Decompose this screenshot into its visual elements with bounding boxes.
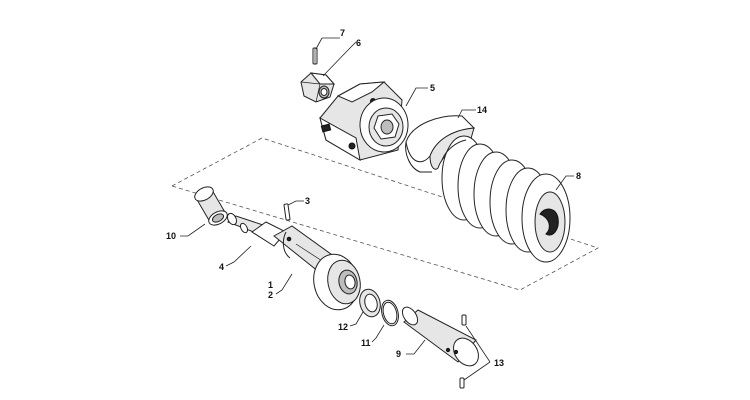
label-part-9: 9 (396, 349, 401, 359)
part-9-cylinder-pin (401, 306, 479, 367)
label-part-5: 5 (430, 83, 435, 93)
part-7-pin (312, 47, 318, 65)
part-6-hex-nut (300, 72, 336, 103)
part-12-ring (359, 288, 381, 318)
part-5-yoke-bracket (319, 81, 409, 161)
part-8-coil-spring (441, 135, 571, 263)
label-part-6: 6 (356, 38, 361, 48)
label-part-7: 7 (340, 28, 345, 38)
leader-lines (180, 37, 574, 381)
label-part-13: 13 (494, 358, 504, 368)
part-3-pin (283, 203, 291, 221)
dashed-assembly-outline (171, 137, 600, 291)
label-part-14: 14 (477, 105, 487, 115)
label-part-11: 11 (361, 338, 371, 348)
part-13-set-pins (459, 314, 467, 389)
label-part-10: 10 (166, 231, 176, 241)
label-part-1: 1 (268, 280, 273, 290)
label-part-8: 8 (576, 171, 581, 181)
label-part-2: 2 (268, 290, 273, 300)
label-part-12: 12 (338, 322, 348, 332)
label-part-4: 4 (219, 262, 224, 272)
part-labels: 7 6 5 14 8 3 10 4 1 2 12 11 9 13 (166, 28, 581, 368)
part-10-bushing (194, 186, 228, 226)
label-part-3: 3 (305, 196, 310, 206)
part-11-o-ring (381, 299, 399, 327)
part-4-shaft (226, 212, 287, 247)
part-1-roller-flange (313, 253, 361, 311)
